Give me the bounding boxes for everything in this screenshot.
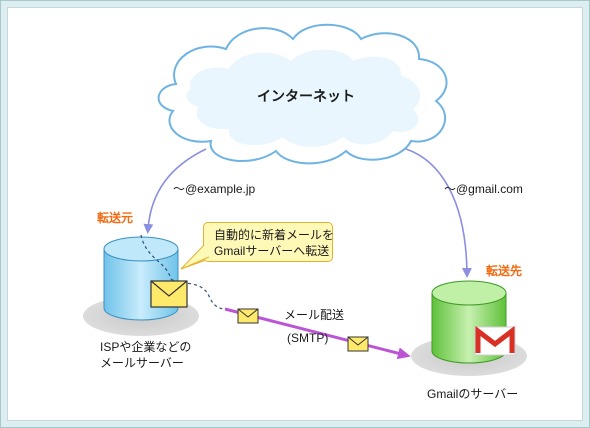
transfer-label: メール配送 [284, 308, 345, 322]
destination-caption: Gmailのサーバー [427, 387, 519, 401]
gmail-logo-icon [474, 325, 516, 356]
destination-address: ～@gmail.com [444, 182, 523, 196]
cloud-label: インターネット [257, 88, 355, 104]
callout-line-2: Gmailサーバーへ転送 [214, 244, 330, 258]
source-caption-line-2: メールサーバー [100, 356, 184, 370]
callout-box: 自動的に新着メールを Gmailサーバーへ転送 [203, 222, 335, 262]
cloud-icon [157, 23, 448, 165]
callout-pointer-overlay [181, 244, 210, 270]
envelope-icon [237, 308, 259, 324]
callout-line-1: 自動的に新着メールを [214, 228, 335, 242]
source-caption-line-1: ISPや企業などの [100, 340, 192, 354]
destination-tag: 転送先 [486, 264, 523, 278]
forwarding-dashed-path [140, 234, 227, 310]
envelope-icon [150, 280, 188, 308]
arrow-to-destination [405, 148, 472, 278]
arrow-to-source [143, 148, 207, 234]
envelope-icon [347, 336, 369, 352]
transfer-protocol: (SMTP) [287, 331, 329, 345]
source-address: ～@example.jp [173, 182, 256, 196]
source-tag: 転送元 [97, 211, 134, 225]
